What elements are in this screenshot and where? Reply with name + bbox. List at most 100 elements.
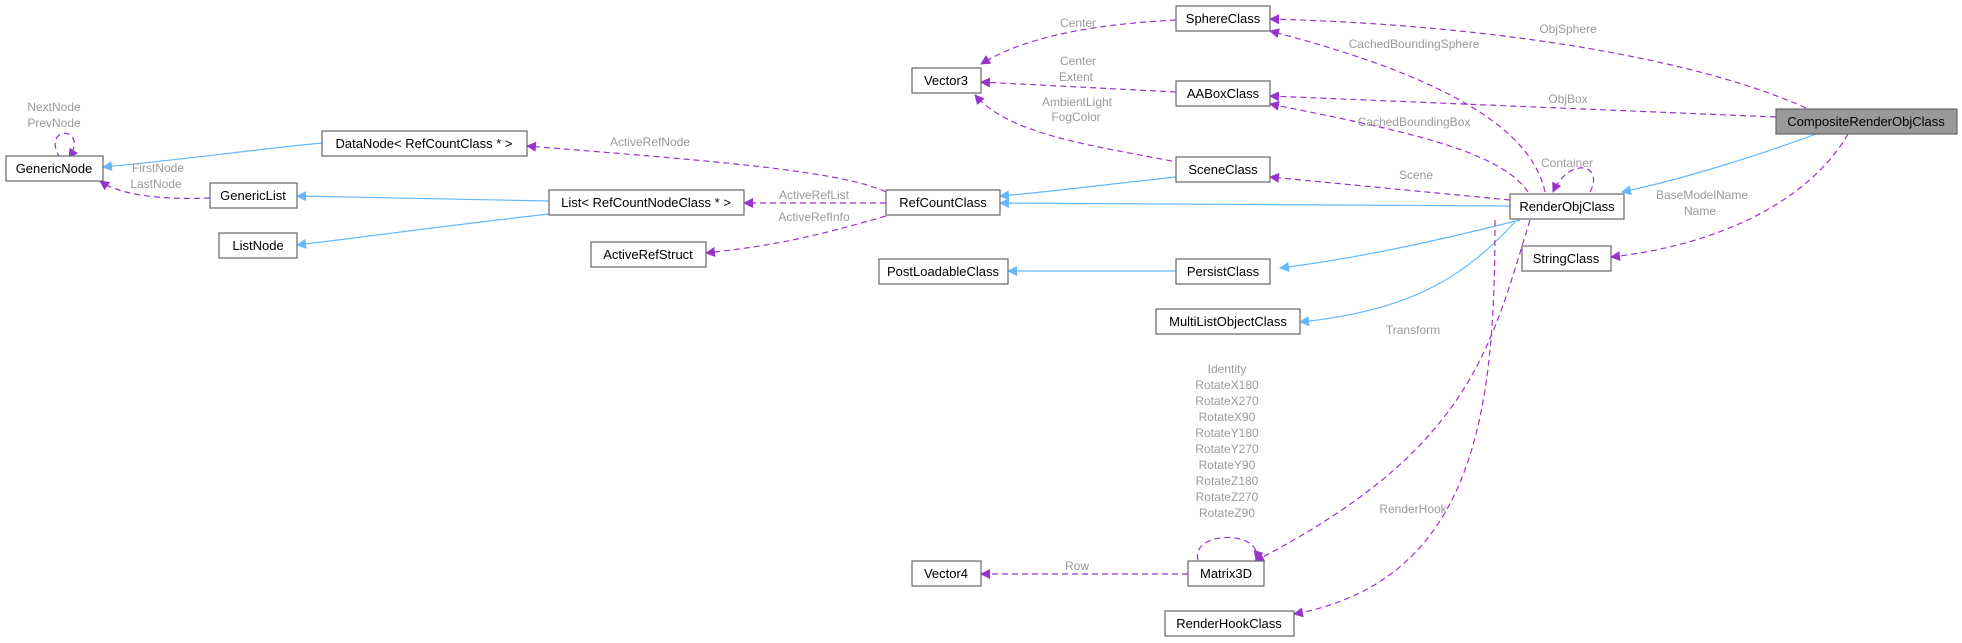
edge-renderobj-to-aabox (1269, 100, 1529, 193)
node-generic-list[interactable]: GenericList (209, 182, 298, 209)
label-identity: Identity (1208, 362, 1247, 376)
node-label: GenericNode (16, 161, 93, 176)
node-label: RenderHookClass (1176, 616, 1282, 631)
label-cachedboundingsphere: CachedBoundingSphere (1349, 37, 1480, 51)
label-base-name-1: BaseModelName (1656, 188, 1748, 202)
edge-genericnode-self (54, 132, 79, 159)
node-string-class[interactable]: StringClass (1521, 245, 1612, 272)
node-generic-node[interactable]: GenericNode (5, 155, 104, 182)
label-row: Row (1065, 559, 1089, 573)
label-identity: RotateX180 (1195, 378, 1259, 392)
label-identity: RotateZ90 (1199, 506, 1255, 520)
label-base-name-2: Name (1684, 204, 1716, 218)
label-center-sphere: Center (1060, 16, 1096, 30)
node-matrix3d[interactable]: Matrix3D (1187, 560, 1265, 587)
node-label: Vector3 (924, 73, 968, 88)
node-list-refcountnode[interactable]: List< RefCountNodeClass * > (548, 189, 745, 216)
label-identity: RotateX90 (1199, 410, 1256, 424)
node-datanode[interactable]: DataNode< RefCountClass * > (321, 130, 528, 157)
node-label: ActiveRefStruct (603, 247, 693, 262)
node-label: AABoxClass (1187, 86, 1260, 101)
label-cachedboundingbox: CachedBoundingBox (1358, 115, 1471, 129)
label-objbox: ObjBox (1548, 92, 1587, 106)
edge-renderobj-to-multilist (1299, 221, 1516, 327)
edge-renderobj-to-sphere (1269, 28, 1546, 193)
node-label: SceneClass (1188, 162, 1258, 177)
node-sphere-class[interactable]: SphereClass (1175, 5, 1271, 32)
node-label: ListNode (232, 238, 283, 253)
label-identity: RotateZ180 (1196, 474, 1259, 488)
label-activerefinfo: ActiveRefInfo (778, 210, 850, 224)
label-identity: RotateX270 (1195, 394, 1259, 408)
edge-datanode-to-genericnode (102, 142, 323, 172)
edge-composite-to-aabox (1269, 91, 1777, 118)
edge-sphere-to-vector3 (980, 19, 1177, 65)
node-label: StringClass (1533, 251, 1600, 266)
label-ambient-fog-2: FogColor (1051, 110, 1100, 124)
node-list-node[interactable]: ListNode (218, 232, 298, 259)
node-label: CompositeRenderObjClass (1787, 114, 1945, 129)
label-identity: RotateY180 (1195, 426, 1259, 440)
edge-renderobj-to-scene (1269, 172, 1511, 201)
label-container: Container (1541, 156, 1593, 170)
node-label: GenericList (220, 188, 286, 203)
node-vector4[interactable]: Vector4 (911, 560, 982, 587)
node-vector3[interactable]: Vector3 (911, 67, 982, 94)
node-render-hook-class[interactable]: RenderHookClass (1164, 610, 1295, 637)
label-center-extent-2: Extent (1059, 70, 1094, 84)
label-scene: Scene (1399, 168, 1433, 182)
label-identity-list: Identity RotateX180 RotateX270 RotateX90… (1195, 362, 1259, 520)
node-refcount-class[interactable]: RefCountClass (885, 189, 1001, 216)
edge-renderobj-to-refcount (999, 198, 1511, 209)
label-activereflist: ActiveRefList (779, 188, 850, 202)
node-label: DataNode< RefCountClass * > (335, 136, 512, 151)
edge-scene-to-refcount (999, 176, 1177, 201)
node-label: MultiListObjectClass (1169, 314, 1287, 329)
node-composite-render-obj-class[interactable]: CompositeRenderObjClass (1775, 108, 1958, 135)
edge-composite-to-stringclass (1610, 133, 1849, 261)
label-first-last-1: FirstNode (132, 161, 184, 175)
edge-composite-to-sphere (1269, 14, 1807, 109)
node-active-ref-struct[interactable]: ActiveRefStruct (590, 241, 707, 268)
node-label: SphereClass (1186, 11, 1261, 26)
label-ambient-fog-1: AmbientLight (1042, 95, 1113, 109)
edges (54, 14, 1849, 618)
label-activerefnode: ActiveRefNode (610, 135, 690, 149)
edge-scene-to-vector3 (974, 94, 1183, 164)
node-scene-class[interactable]: SceneClass (1175, 156, 1271, 183)
edge-renderobj-to-persist (1279, 219, 1521, 272)
label-objsphere: ObjSphere (1539, 22, 1597, 36)
edge-renderobj-container (1552, 167, 1595, 193)
edge-list-to-genericlist (296, 191, 550, 202)
label-first-last-2: LastNode (130, 177, 182, 191)
edge-composite-to-renderobj (1621, 133, 1817, 196)
edge-refcount-to-activerefstruct (705, 215, 887, 258)
label-identity: RotateY90 (1199, 458, 1256, 472)
node-multi-list-object-class[interactable]: MultiListObjectClass (1155, 308, 1301, 335)
edge-renderobj-to-matrix3d (1254, 219, 1531, 562)
node-label: RefCountClass (899, 195, 987, 210)
node-label: PostLoadableClass (887, 264, 1000, 279)
edge-genericlist-to-genericnode (99, 180, 211, 199)
node-label: Matrix3D (1200, 566, 1252, 581)
node-render-obj-class[interactable]: RenderObjClass (1509, 193, 1625, 220)
edge-renderobj-to-renderhook (1293, 219, 1496, 618)
label-renderhook: RenderHook (1379, 502, 1447, 516)
label-transform: Transform (1386, 323, 1440, 337)
label-identity: RotateZ270 (1196, 490, 1259, 504)
node-label: RenderObjClass (1519, 199, 1615, 214)
nodes: CompositeRenderObjClass SphereClass Vect… (5, 5, 1958, 637)
node-label: PersistClass (1187, 264, 1260, 279)
label-identity: RotateY270 (1195, 442, 1259, 456)
node-aabox-class[interactable]: AABoxClass (1175, 80, 1271, 107)
edge-refcount-to-datanode (526, 141, 887, 193)
edge-labels: Center ObjSphere CachedBoundingSphere Ce… (27, 16, 1748, 573)
node-label: List< RefCountNodeClass * > (561, 195, 731, 210)
label-next-prev-2: PrevNode (27, 116, 81, 130)
node-label: Vector4 (924, 566, 968, 581)
node-post-loadable-class[interactable]: PostLoadableClass (878, 258, 1009, 285)
edge-aabox-to-vector3 (980, 77, 1177, 93)
node-persist-class[interactable]: PersistClass (1175, 258, 1271, 285)
label-center-extent-1: Center (1060, 54, 1096, 68)
